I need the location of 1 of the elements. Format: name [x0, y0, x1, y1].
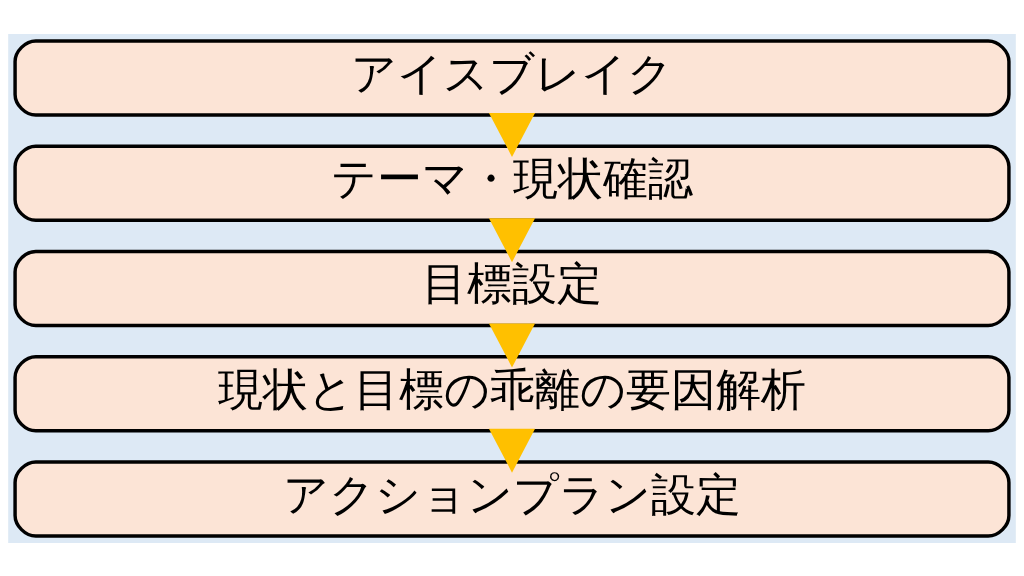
node-box: アクションプラン設定	[13, 459, 1011, 538]
